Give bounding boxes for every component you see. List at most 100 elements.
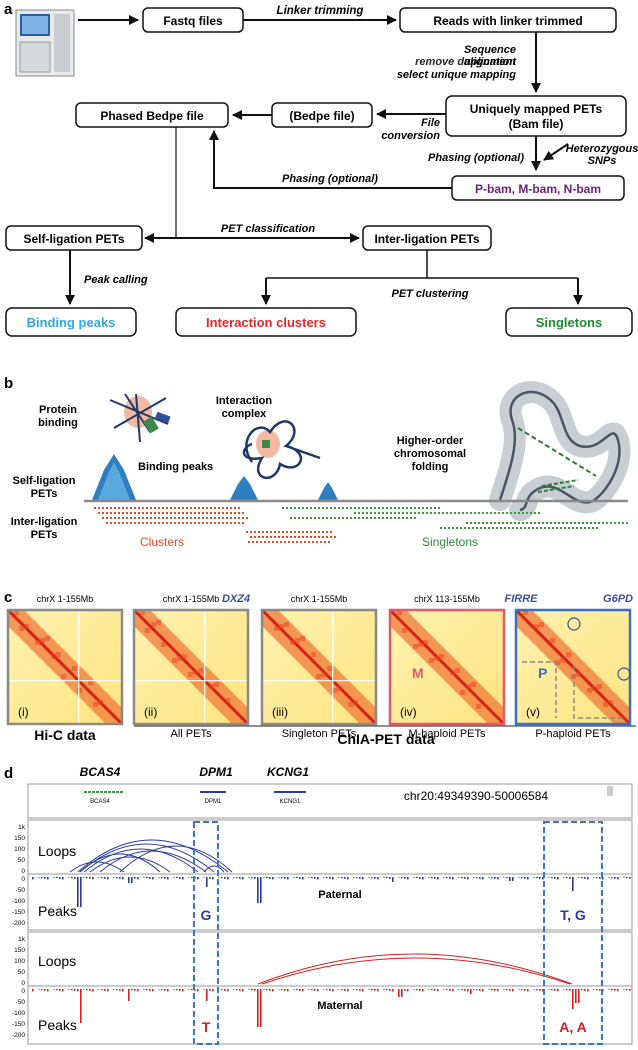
peak-bar [416,989,418,991]
heatmap-cell [534,624,539,629]
peak-bar [509,989,511,991]
peak-bar [77,989,79,992]
axis-tick-label: 150 [14,947,25,954]
peak-bar [353,877,355,878]
allele-mat-left: T [202,1019,211,1035]
peak-bar [134,877,136,879]
heatmap-cell [24,624,29,629]
peak-bar [107,877,109,880]
heatmap-roman: (i) [18,705,29,719]
peak-bar [131,877,133,883]
heatmap-cell [225,698,230,703]
singletons-text: Singletons [422,535,478,549]
unique-label-2: (Bam file) [509,117,564,131]
peaks-label-pat: Peaks [38,903,77,919]
peak-bar [611,989,613,991]
peak-bar [68,877,70,878]
peak-bar [479,877,481,879]
heatmap-cell [418,642,423,647]
peak-bar [398,989,400,997]
peak-bar [227,877,229,880]
peak-bar [314,877,316,879]
peak-bar [446,877,448,879]
peak-bar [626,989,628,991]
peak-bar [458,989,460,990]
peak-bar [89,989,91,991]
peak-bar [407,989,409,992]
peak-bar [572,877,574,891]
peak-bar [158,877,160,878]
peak-bar [389,989,391,991]
peak-bar [104,989,106,991]
peak-bar [188,877,190,878]
heatmap-cell [348,702,353,707]
peak-bar [548,989,550,990]
heatmap-cell [88,680,93,685]
singletons-box [505,307,633,337]
peak-bar [542,989,544,992]
peak-bar [296,877,298,879]
reads-label: Reads with linker trimmed [433,14,582,28]
peak-bar [629,989,631,991]
seq-label-4: select unique mapping [397,69,516,81]
peak-bar [314,989,316,991]
peak-bar [224,989,226,991]
peak-bar [344,877,346,879]
peak-bar [536,877,538,879]
peak-bar [617,989,619,992]
peak-bar [191,877,193,879]
peak-bar [329,989,331,991]
peak-bar [212,989,214,992]
peak-bar [272,989,274,992]
phasing-optional-label: Phasing (optional) [428,152,524,164]
heatmap-cell [402,628,407,633]
reads-box [399,7,617,33]
heatmap-cell [337,686,342,691]
linker-trimming-label: Linker trimming [277,5,364,17]
peak-bar [242,877,244,880]
allele-pat-left: G [201,907,212,923]
peak-bar [422,989,424,992]
peak-bar [47,877,49,880]
peak-bar [116,877,118,879]
paternal-label: Paternal [318,889,361,901]
peak-bar [608,877,610,878]
peak-bar [371,877,373,879]
peak-bar [107,989,109,992]
heatmap-cell [523,610,528,615]
peak-bar [416,877,418,879]
peak-bar [317,989,319,992]
peak-bar [461,877,463,879]
peak-bar [563,989,565,990]
heatmap-caption: P-haploid PETs [535,728,611,740]
map-title: chrX 1-155Mb [163,594,220,604]
peak-bar [488,877,490,878]
peak-bar [521,877,523,879]
peak-bar [428,877,430,878]
peak-bar [74,877,76,879]
peak-bar [503,877,505,878]
axis-tick-label: 0 [21,868,25,875]
peak-bar [251,877,253,879]
peak-bar [77,877,79,907]
peak-bar [233,877,235,878]
peak-bar [311,877,313,879]
axis-tick-label: 100 [14,846,25,853]
peak-bar [113,877,115,878]
peak-bar [512,989,514,992]
peak-bar [491,989,493,991]
heatmap-cell [450,670,455,675]
gene-dpm1-small: DPM1 [205,799,222,805]
heatmap-cell [539,622,544,627]
heatmap-cell [182,654,187,659]
peak-bar [581,877,583,879]
peak-bar [98,989,100,990]
peak-bar [62,877,64,880]
panel-b-letter: b [4,375,13,392]
axis-tick-label: 0 [21,980,25,987]
heatmap-cell [51,654,56,659]
heatmap-cell [455,668,460,673]
maternal-peaks [32,989,631,1027]
axis-tick-label: -50 [16,999,26,1006]
peak-bar [614,877,616,879]
